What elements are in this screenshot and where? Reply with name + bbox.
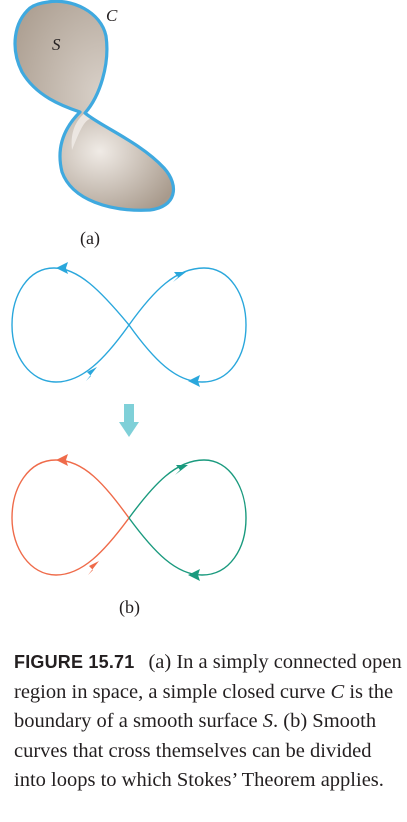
curve-arrowhead <box>86 367 97 381</box>
figure-eight-curve <box>11 267 247 383</box>
caption-text-1: (a) In a simply connected open region in… <box>14 651 402 703</box>
figure-caption: FIGURE 15.71(a) In a simply connected op… <box>14 648 406 796</box>
sublabel-a: (a) <box>80 228 100 249</box>
curve-label: C <box>106 6 118 25</box>
left-loop-arrowhead <box>56 454 68 466</box>
right-loop <box>128 459 247 576</box>
down-arrow-icon <box>119 404 139 437</box>
boundary-curve-c <box>13 0 175 212</box>
right-loop-arrowhead <box>175 465 188 475</box>
caption-text-2: is the boundary of a smooth surface <box>14 680 394 733</box>
curve-arrowhead <box>188 375 200 387</box>
caption-curve-symbol: C <box>330 680 345 703</box>
caption-surface-symbol: S <box>262 710 274 732</box>
curve-arrowhead <box>56 262 68 274</box>
surface-label: S <box>52 35 61 54</box>
left-loop <box>11 459 130 576</box>
sublabel-b: (b) <box>119 597 140 618</box>
figure-number: FIGURE 15.71 <box>14 652 135 672</box>
figure-diagram: S C (a) (b) <box>11 0 247 618</box>
left-loop-arrowhead <box>88 561 99 575</box>
curve-arrowhead <box>173 272 186 282</box>
caption-text-3: . (b) Smooth curves that cross themselve… <box>14 710 384 791</box>
right-loop-arrowhead <box>188 569 200 581</box>
surface-s <box>15 1 174 211</box>
